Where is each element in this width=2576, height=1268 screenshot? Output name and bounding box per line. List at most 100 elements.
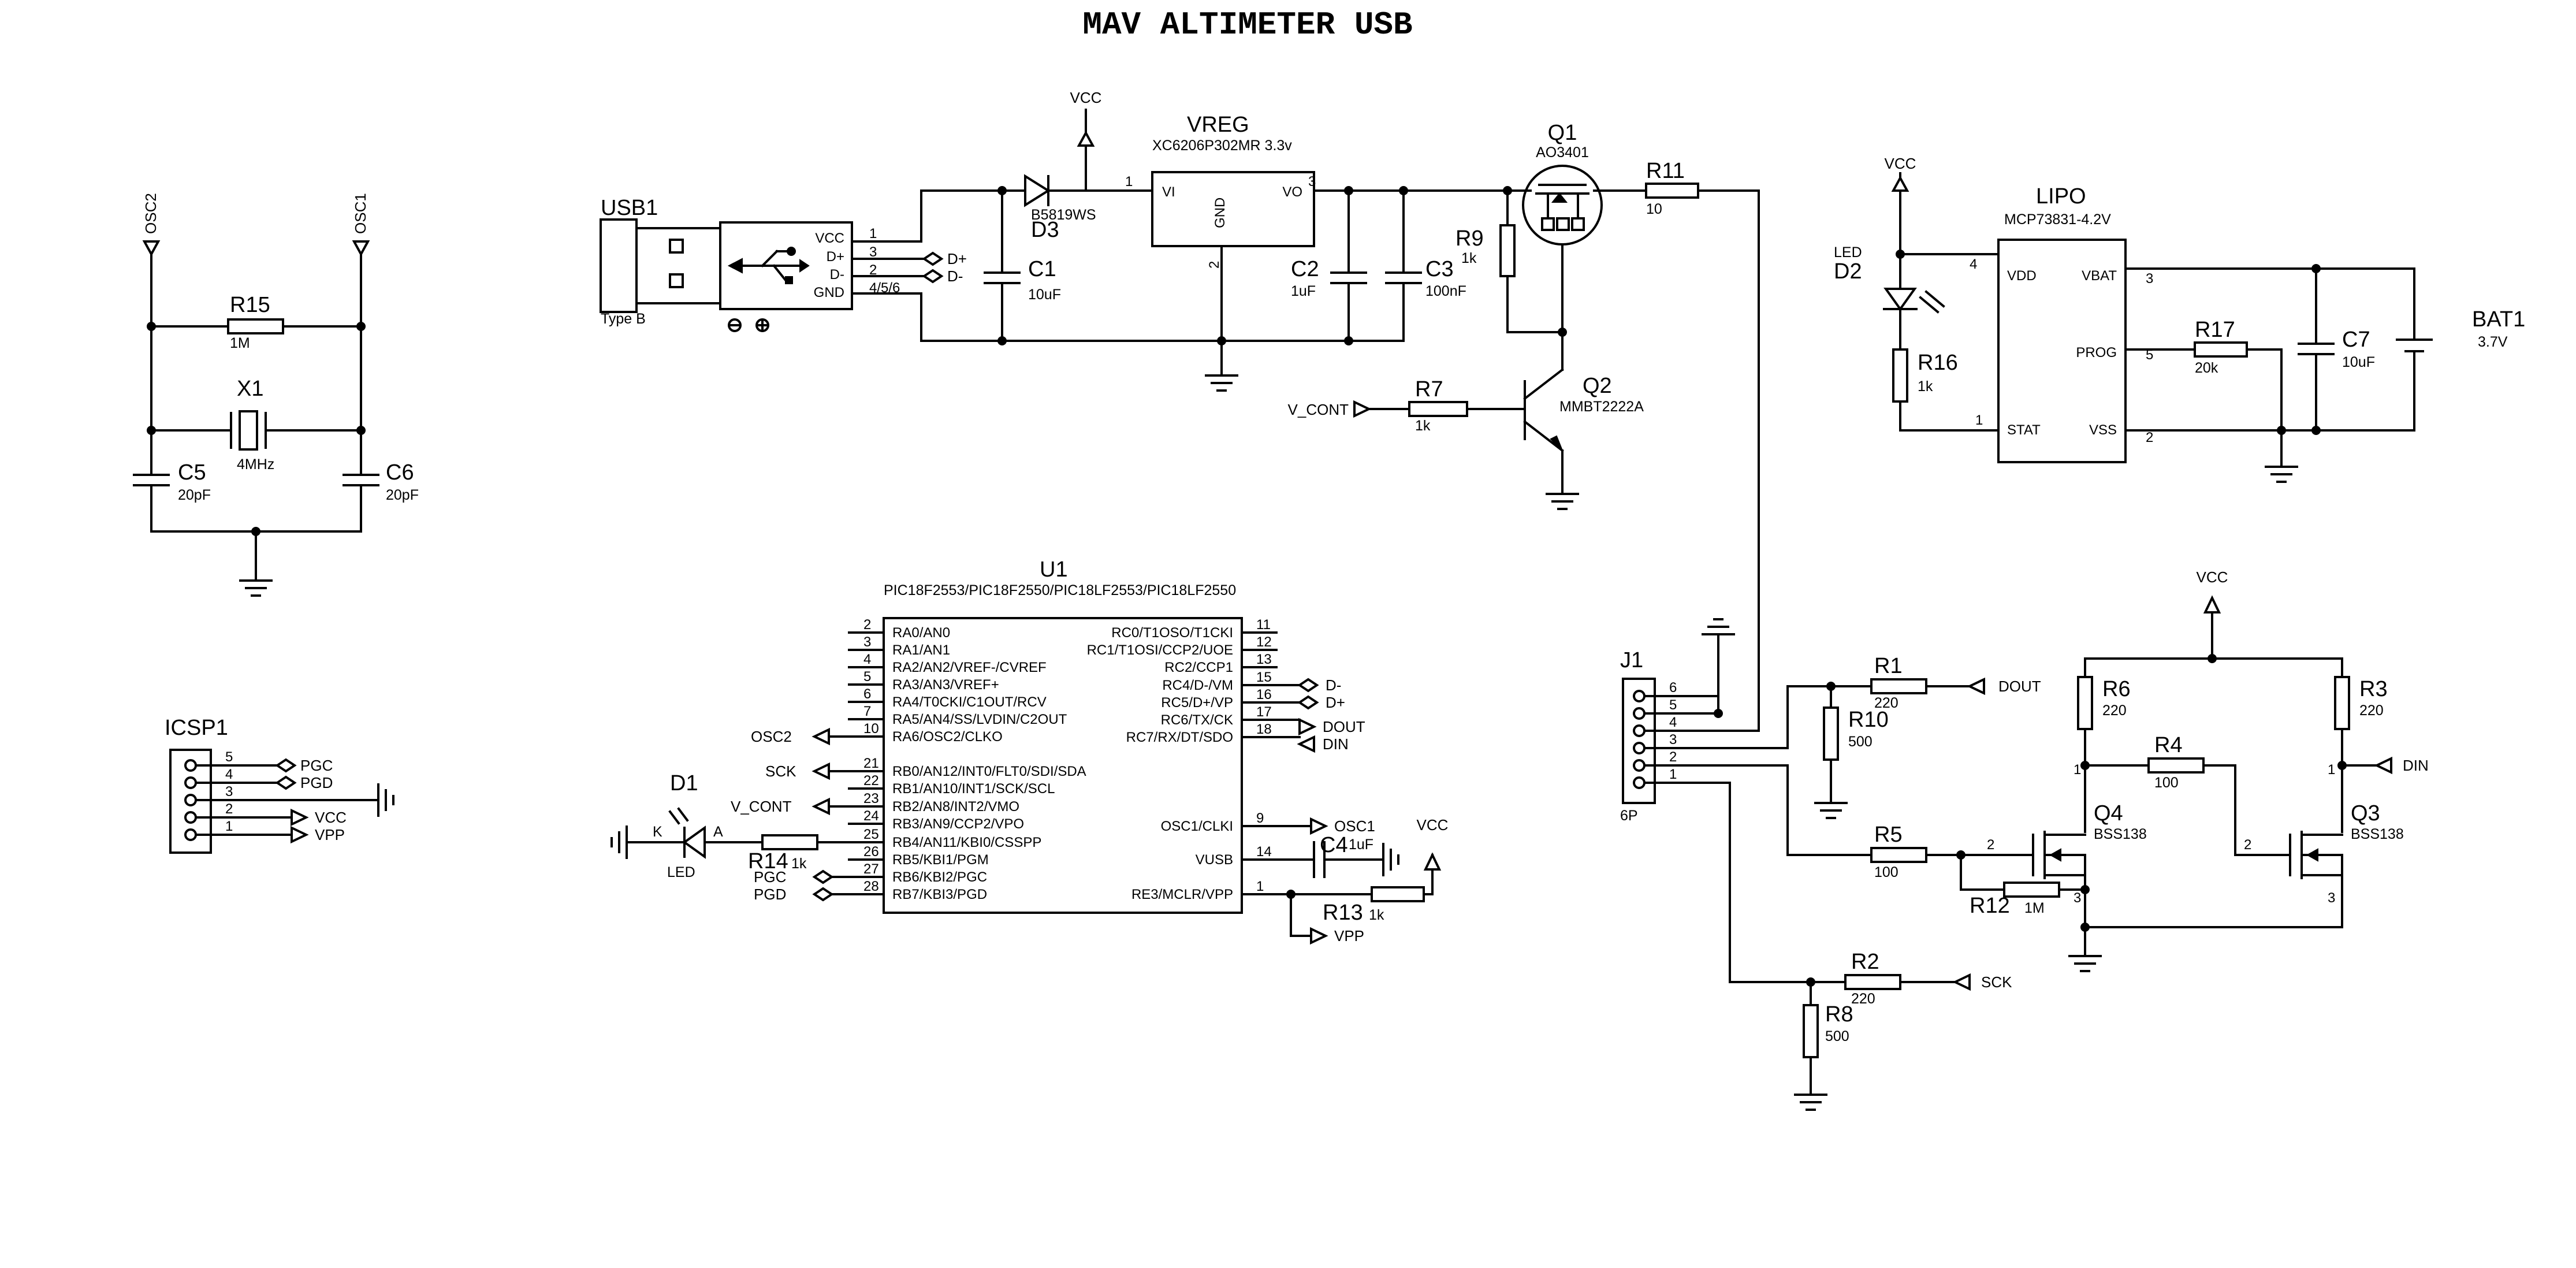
svg-text:ICSP1: ICSP1 [165,716,228,740]
svg-text:C1: C1 [1028,257,1056,281]
svg-text:D3: D3 [1031,218,1059,242]
svg-text:D-: D- [947,267,963,285]
svg-text:1: 1 [2328,762,2335,778]
svg-text:BAT1: BAT1 [2472,307,2525,332]
u1-pin-number: 22 [863,773,879,789]
diode-d3: D3 B5819WS [1024,174,1096,242]
mosfet-q3: Q3 BSS138 [2289,801,2404,879]
svg-text:R17: R17 [2195,318,2235,342]
u1-pin-name: RC4/D-/VM [1162,678,1233,693]
u1-pin-number: 7 [863,704,871,719]
svg-text:Q1: Q1 [1548,121,1577,145]
svg-text:R14: R14 [748,849,788,873]
svg-text:R3: R3 [2359,677,2388,701]
u1-pin-number: 3 [863,634,871,650]
u1-pin-name: RC0/T1OSO/T1CKI [1111,625,1233,641]
svg-text:R10: R10 [1848,708,1889,732]
svg-text:VCC: VCC [1885,155,1916,172]
u1-pin-name: RB4/AN11/KBI0/CSSPP [892,835,1041,850]
svg-text:1: 1 [1975,412,1983,428]
u1-pin-number: 14 [1256,844,1272,860]
svg-text:220: 220 [2102,702,2127,719]
svg-text:R11: R11 [1646,159,1685,183]
svg-text:XC6206P302MR 3.3v: XC6206P302MR 3.3v [1152,137,1292,154]
svg-text:6P: 6P [1620,808,1638,824]
svg-text:2: 2 [2146,430,2153,445]
svg-text:R12: R12 [1970,894,2010,918]
svg-text:4MHz: 4MHz [237,456,274,473]
svg-text:R16: R16 [1918,351,1958,375]
svg-text:10uF: 10uF [1028,287,1061,303]
svg-text:2: 2 [869,262,877,278]
svg-text:3: 3 [2328,890,2335,906]
svg-text:VPP: VPP [315,826,345,843]
u1-pin-number: 21 [863,756,879,771]
svg-text:U1: U1 [1040,557,1068,582]
svg-text:PGC: PGC [300,757,333,774]
u1-pin-number: 16 [1256,687,1272,702]
svg-text:BSS138: BSS138 [2094,826,2147,842]
svg-text:K: K [653,824,662,840]
u1-pin-number: 10 [863,721,879,737]
svg-text:20pF: 20pF [178,487,211,503]
svg-text:X1: X1 [237,377,263,401]
u1-pin-number: 4 [863,652,871,667]
svg-text:MMBT2222A: MMBT2222A [1559,399,1644,415]
svg-text:2: 2 [1669,749,1677,765]
svg-text:VI: VI [1162,184,1175,200]
svg-text:3: 3 [2074,890,2081,906]
u1-pin-number: 15 [1256,670,1272,685]
svg-text:R5: R5 [1874,823,1903,847]
svg-text:2: 2 [225,801,233,817]
svg-text:V_CONT: V_CONT [731,798,792,815]
svg-text:1k: 1k [1369,907,1384,923]
u1-pin-name: RA5/AN4/SS/LVDIN/C2OUT [892,712,1067,727]
svg-text:3: 3 [869,244,877,260]
svg-text:5: 5 [225,749,233,765]
svg-text:STAT: STAT [2007,422,2041,438]
u1-pin-number: 9 [1256,810,1264,826]
svg-text:LED: LED [1834,244,1862,261]
header-j1: J1 6P 6 5 4 3 2 1 [1620,648,1677,824]
u1-pin-name: RA1/AN1 [892,642,950,658]
svg-text:4: 4 [225,767,233,782]
u1-pin-number: 18 [1256,722,1272,737]
svg-text:1k: 1k [1918,378,1933,395]
svg-text:6: 6 [1669,680,1677,696]
svg-text:1: 1 [869,226,877,241]
svg-text:D-: D- [830,267,844,282]
svg-text:OSC2: OSC2 [142,193,159,234]
svg-text:C5: C5 [178,460,206,485]
u1-pin-name: RE3/MCLR/VPP [1131,887,1233,902]
svg-text:VPP: VPP [1334,927,1364,945]
svg-text:OSC1: OSC1 [352,193,369,234]
svg-text:VSS: VSS [2089,422,2117,438]
svg-text:R1: R1 [1874,654,1903,678]
u1-pin-name: RB5/KBI1/PGM [892,852,989,868]
svg-text:500: 500 [1848,734,1873,750]
u1-pin-number: 11 [1256,617,1271,633]
svg-text:Q3: Q3 [2351,801,2380,825]
u1-pin-number: 12 [1256,634,1272,650]
u1-pin-number: 28 [863,879,879,894]
u1-pin-name: OSC1/CLKI [1161,819,1233,834]
u1-pin-name: RB6/KBI2/PGC [892,869,987,885]
mcu-u1: U1 PIC18F2553/PIC18F2550/PIC18LF2553/PIC… [816,557,1312,914]
svg-text:DIN: DIN [2403,757,2429,774]
svg-text:1: 1 [1669,767,1677,782]
u1-pin-name: RB0/AN12/INT0/FLT0/SDI/SDA [892,764,1086,779]
svg-text:3: 3 [225,784,233,800]
svg-text:100nF: 100nF [1425,283,1466,299]
svg-text:D2: D2 [1834,259,1862,284]
transistor-q2: Q2 MMBT2222A [1523,368,1644,452]
svg-text:C2: C2 [1291,257,1319,281]
svg-text:3: 3 [2146,271,2153,287]
svg-text:1M: 1M [2024,900,2045,916]
u1-pin-name: VUSB [1196,852,1233,868]
svg-text:C6: C6 [386,460,414,485]
svg-text:20pF: 20pF [386,487,419,503]
mosfet-q1: Q1 AO3401 [1522,121,1603,246]
svg-text:V_CONT: V_CONT [1288,401,1349,418]
svg-text:3.7V: 3.7V [2478,334,2508,350]
